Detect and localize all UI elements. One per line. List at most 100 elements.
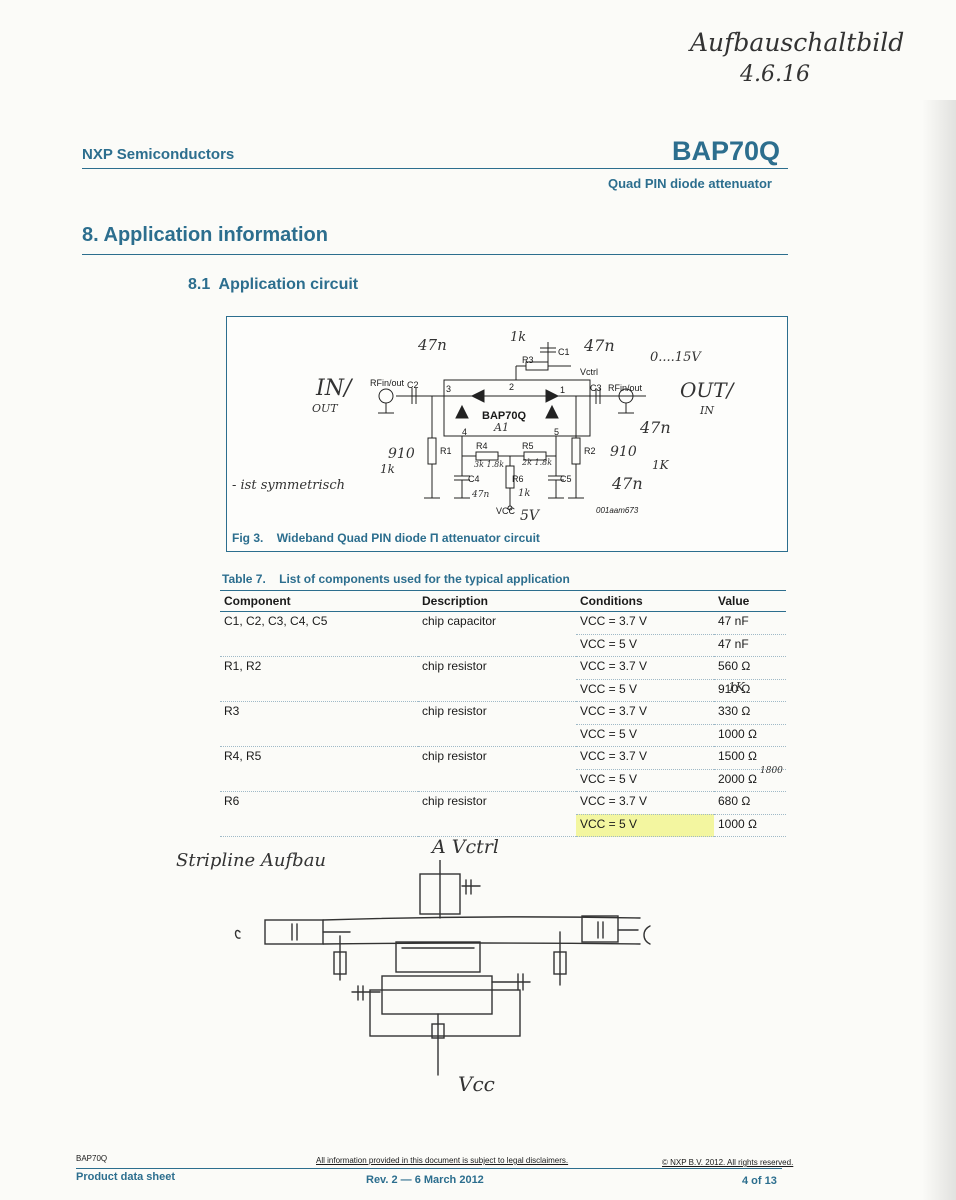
table-cell-conditions: VCC = 5 V [576, 634, 714, 657]
part-subtitle: Quad PIN diode attenuator [608, 176, 772, 191]
table-cell-conditions: VCC = 5 V [576, 769, 714, 792]
header-value: Value [714, 590, 786, 612]
footer-rule [76, 1168, 782, 1169]
header-component: Component [220, 590, 418, 612]
label-pin5: 5 [554, 427, 560, 437]
subsection-title: Application circuit [218, 276, 359, 293]
table-number: Table 7. [222, 572, 266, 586]
footer-revision: Rev. 2 — 6 March 2012 [366, 1174, 484, 1186]
hand-vctrl-range: 0....15V [650, 350, 701, 365]
table-cell-component [220, 769, 418, 792]
table-cell-description: chip resistor [422, 704, 487, 718]
table-cell-description [418, 814, 576, 837]
figure-number: Fig 3. [232, 531, 264, 545]
hand-in: IN/ [316, 376, 352, 401]
hand-c1-value: 47n [584, 336, 615, 355]
section-number: 8. [82, 224, 99, 246]
table-cell-value: 560 Ω [714, 656, 786, 680]
table-cell-description [418, 769, 576, 792]
hand-table-r910: 1K [728, 680, 745, 694]
hand-out: OUT/ [680, 378, 734, 402]
company-name: NXP Semiconductors [82, 146, 235, 163]
table-cell-component: R1, R2 [224, 659, 262, 673]
handwritten-date: 4.6.16 [740, 62, 810, 87]
table-cell-value: 680 Ω [714, 791, 786, 815]
table-cell-description [418, 724, 576, 747]
table-cell-component: R4, R5 [224, 749, 262, 763]
hand-chip-ref: A1 [494, 421, 509, 434]
figure-caption: Fig 3. Wideband Quad PIN diode Π attenua… [232, 531, 540, 545]
footer-page-number: 4 of 13 [742, 1175, 777, 1187]
table-cell-description: chip capacitor [422, 614, 497, 628]
table-cell-value: 910 Ω [714, 679, 786, 702]
hand-r2-value: 910 [610, 444, 637, 460]
table-cell-conditions: VCC = 5 V [576, 814, 714, 837]
hand-r5-value: 2k 1.8k [522, 458, 553, 467]
table-title: List of components used for the typical … [279, 572, 570, 586]
hand-c4-value: 47n [472, 490, 490, 500]
scan-page-edge [922, 100, 956, 1200]
label-pin4: 4 [462, 427, 468, 437]
label-c5: C5 [560, 474, 572, 484]
table-cell-conditions: VCC = 3.7 V [576, 746, 714, 770]
hand-r2-alt: 1K [652, 458, 669, 472]
label-vctrl: Vctrl [580, 367, 598, 377]
label-r2: R2 [584, 446, 596, 456]
table-cell-component [220, 724, 418, 747]
table-cell-component [220, 634, 418, 657]
table-cell-conditions: VCC = 3.7 V [576, 656, 714, 680]
subsection-heading: 8.1 Application circuit [188, 276, 358, 294]
hand-c2-value: 47n [418, 336, 447, 354]
table-cell-description: chip resistor [422, 749, 487, 763]
label-pin2: 2 [509, 382, 515, 392]
table-cell-value: 330 Ω [714, 701, 786, 725]
table-cell-value: 1000 Ω [714, 814, 786, 837]
label-c1: C1 [558, 347, 570, 357]
table-cell-conditions: VCC = 3.7 V [576, 701, 714, 725]
sketch-title: Stripline Aufbau [176, 850, 327, 871]
sketch-vctrl: A Vctrl [432, 836, 499, 858]
subsection-number: 8.1 [188, 276, 211, 293]
hand-r4-value: 3k 1.8k [474, 460, 505, 469]
hand-symmetric-note: - ist symmetrisch [232, 478, 345, 493]
figure-title: Wideband Quad PIN diode Π attenuator cir… [276, 531, 540, 545]
hand-vcc-value: 5V [520, 508, 540, 524]
table-caption: Table 7. List of components used for the… [222, 572, 570, 586]
label-c4: C4 [468, 474, 480, 484]
label-pin1: 1 [560, 385, 566, 395]
hand-out-small: OUT [312, 402, 338, 415]
part-number: BAP70Q [672, 136, 781, 166]
hand-r1-value: 910 [388, 446, 415, 462]
table-cell-value: 1500 Ω [714, 746, 786, 770]
hand-r6-value: 1k [518, 488, 531, 499]
table-cell-description [418, 679, 576, 702]
table-cell-component [220, 679, 418, 702]
circuit-figure [226, 316, 788, 552]
footer-copyright: © NXP B.V. 2012. All rights reserved. [662, 1158, 794, 1167]
hand-r1-alt: 1k [380, 462, 395, 476]
table-cell-description: chip resistor [422, 659, 487, 673]
hand-in-small: IN [700, 404, 714, 417]
table-cell-component: C1, C2, C3, C4, C5 [224, 614, 328, 628]
label-rf-in: RFin/out [370, 378, 405, 388]
table-cell-conditions: VCC = 3.7 V [576, 611, 714, 635]
table-cell-value: 47 nF [714, 611, 786, 635]
table-cell-value: 1000 Ω [714, 724, 786, 747]
table-cell-component: R3 [224, 704, 240, 718]
header-conditions: Conditions [576, 590, 714, 612]
table-cell-conditions: VCC = 5 V [576, 679, 714, 702]
table-cell-description [418, 634, 576, 657]
hand-c3-value: 47n [640, 418, 671, 437]
label-r4: R4 [476, 441, 488, 451]
sketch-vcc: Vcc [458, 1072, 495, 1096]
section-heading: 8. Application information [82, 224, 328, 247]
handwritten-title: Aufbauschaltbild [690, 28, 905, 57]
figure-code: 001aam673 [596, 506, 639, 515]
hand-c5-value: 47n [612, 474, 643, 493]
label-r1: R1 [440, 446, 452, 456]
